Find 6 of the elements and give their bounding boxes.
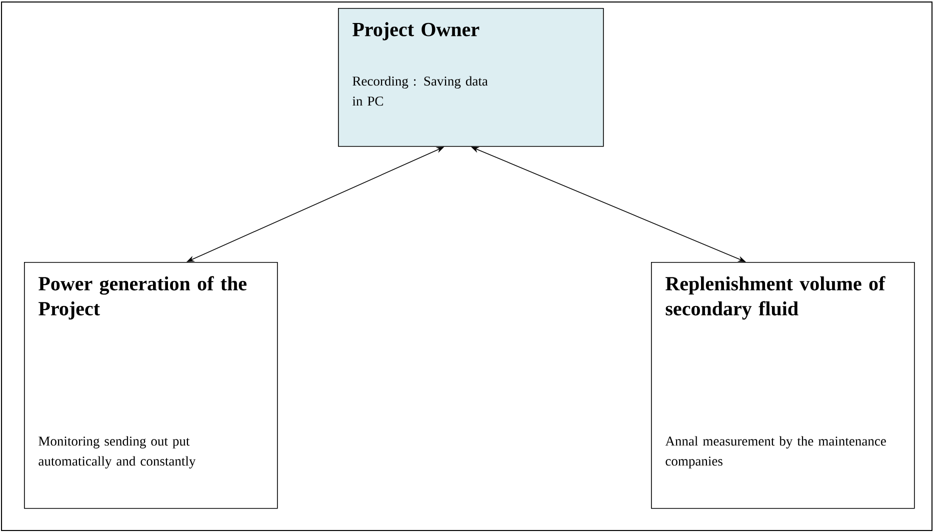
box-heading: Replenishment volume of secondary fluid	[666, 276, 886, 320]
box-heading: Power generation of the Project	[38, 276, 246, 320]
box-text: Recording : Saving data in PC	[352, 76, 488, 106]
box-text: Monitoring sending out put automatically and constantly	[38, 436, 196, 468]
box-text: Annal measurement by the maintenance companies	[665, 436, 886, 468]
box-heading: Project Owner	[352, 22, 480, 40]
